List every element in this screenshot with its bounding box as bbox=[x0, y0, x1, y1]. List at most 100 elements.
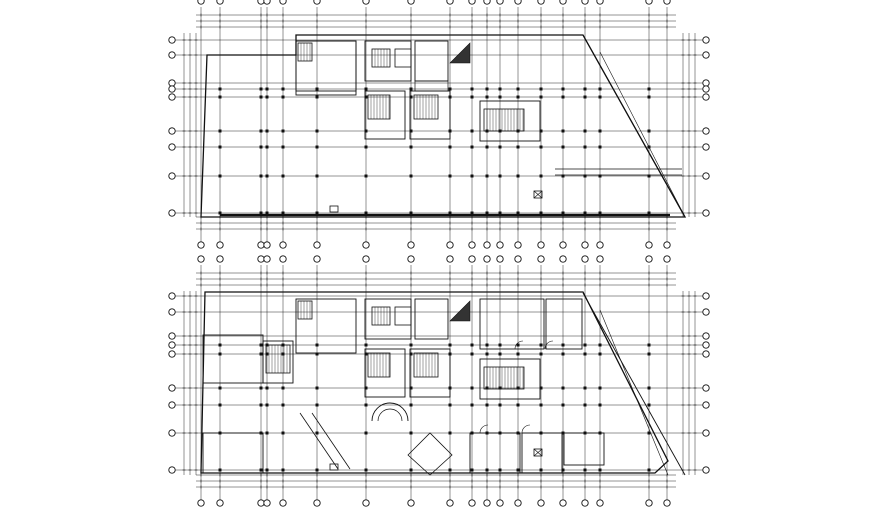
column bbox=[259, 211, 263, 215]
grid-bubble bbox=[514, 255, 522, 263]
lift-hatch bbox=[371, 48, 391, 68]
column bbox=[516, 129, 520, 133]
upper-floor-plan bbox=[168, 0, 710, 249]
column bbox=[364, 95, 368, 99]
grid-bubble bbox=[313, 499, 321, 507]
column bbox=[409, 174, 413, 178]
grid-bubble bbox=[537, 499, 545, 507]
drain-box bbox=[533, 190, 543, 199]
column bbox=[448, 174, 452, 178]
shaft-hatch bbox=[449, 300, 471, 322]
column bbox=[448, 431, 452, 435]
grid-bubble bbox=[702, 143, 710, 151]
column bbox=[315, 352, 319, 356]
column bbox=[485, 87, 489, 91]
column bbox=[259, 174, 263, 178]
grid-bubble bbox=[197, 499, 205, 507]
column bbox=[539, 95, 543, 99]
grid-bubble bbox=[702, 429, 710, 437]
stair-hatch bbox=[367, 352, 391, 378]
stair-outline bbox=[367, 94, 391, 120]
column bbox=[470, 343, 474, 347]
column bbox=[315, 343, 319, 347]
grid-bubble bbox=[197, 255, 205, 263]
column bbox=[485, 95, 489, 99]
lower-floor-plan bbox=[168, 255, 710, 507]
column bbox=[561, 87, 565, 91]
column bbox=[539, 343, 543, 347]
column bbox=[448, 343, 452, 347]
grid-bubble bbox=[468, 241, 476, 249]
column bbox=[315, 403, 319, 407]
grid-bubble bbox=[407, 499, 415, 507]
grid-bubble bbox=[596, 0, 604, 5]
column bbox=[539, 129, 543, 133]
grid-bubble bbox=[537, 0, 545, 5]
grid-bubble bbox=[702, 401, 710, 409]
column bbox=[448, 145, 452, 149]
stair-outline bbox=[297, 42, 313, 62]
column bbox=[281, 174, 285, 178]
column bbox=[265, 403, 269, 407]
grid-bubble bbox=[446, 0, 454, 5]
column bbox=[259, 468, 263, 472]
grid-bubble bbox=[702, 93, 710, 101]
column bbox=[561, 95, 565, 99]
column bbox=[218, 129, 222, 133]
grid-bubble bbox=[362, 499, 370, 507]
column bbox=[561, 129, 565, 133]
column bbox=[485, 468, 489, 472]
column bbox=[561, 431, 565, 435]
column bbox=[485, 211, 489, 215]
column bbox=[470, 87, 474, 91]
grid-bubble bbox=[168, 127, 176, 135]
column bbox=[647, 431, 651, 435]
column bbox=[516, 343, 520, 347]
grid-bubble bbox=[663, 499, 671, 507]
column bbox=[281, 431, 285, 435]
grid-bubble bbox=[168, 93, 176, 101]
grid-bubble bbox=[645, 499, 653, 507]
stair-hatch bbox=[297, 300, 313, 320]
column bbox=[539, 403, 543, 407]
column bbox=[218, 343, 222, 347]
column bbox=[364, 174, 368, 178]
drain-box bbox=[533, 448, 543, 457]
column bbox=[485, 386, 489, 390]
grid-bubble bbox=[407, 0, 415, 5]
grid-bubble bbox=[483, 255, 491, 263]
grid-bubble bbox=[581, 0, 589, 5]
column bbox=[218, 352, 222, 356]
building-outline bbox=[200, 34, 687, 218]
column bbox=[315, 211, 319, 215]
column bbox=[259, 87, 263, 91]
grid-bubble bbox=[168, 466, 176, 474]
grid-bubble bbox=[257, 255, 265, 263]
column bbox=[498, 403, 502, 407]
grid-bubble bbox=[581, 499, 589, 507]
grid-bubble bbox=[559, 499, 567, 507]
column bbox=[561, 352, 565, 356]
column bbox=[647, 211, 651, 215]
grid-bubble bbox=[496, 255, 504, 263]
stair-room bbox=[409, 90, 451, 140]
column bbox=[364, 343, 368, 347]
core-room bbox=[295, 40, 357, 96]
sloped-facade-inner bbox=[599, 51, 686, 218]
stair-outline bbox=[297, 300, 313, 320]
column bbox=[498, 129, 502, 133]
column bbox=[516, 468, 520, 472]
grid-bubble bbox=[263, 241, 271, 249]
grid-bubble bbox=[496, 0, 504, 5]
grid-bubble bbox=[168, 36, 176, 44]
column bbox=[583, 95, 587, 99]
grid-bubble bbox=[663, 241, 671, 249]
column bbox=[470, 468, 474, 472]
grid-bubble bbox=[702, 308, 710, 316]
stair-hatch bbox=[413, 94, 439, 120]
column bbox=[598, 145, 602, 149]
column bbox=[470, 95, 474, 99]
column bbox=[315, 431, 319, 435]
column bbox=[218, 95, 222, 99]
sloped-facade-inner bbox=[599, 309, 669, 476]
